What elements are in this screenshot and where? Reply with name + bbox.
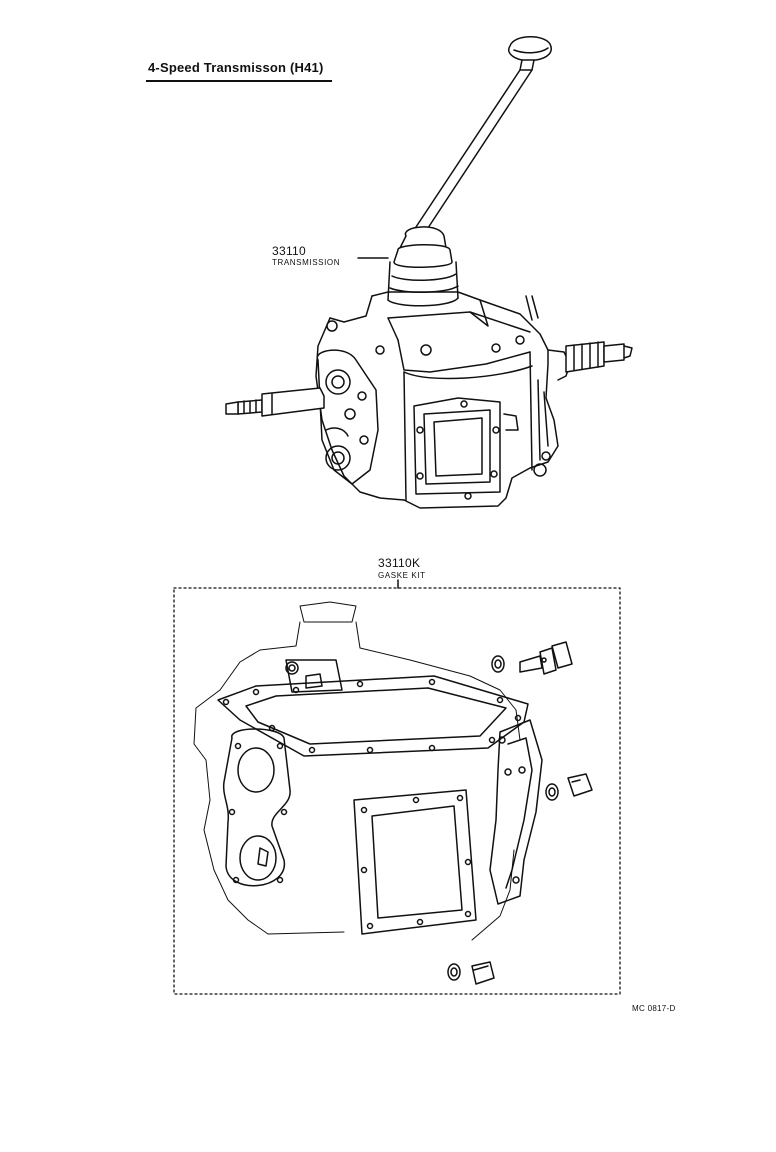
diagram-title: 4-Speed Transmisson (H41) <box>148 60 324 75</box>
top-cover-icon <box>326 291 549 373</box>
transmission-assembly-icon <box>225 36 633 509</box>
callout-transmission-number: 33110 <box>272 244 306 258</box>
callout-transmission-name: TRANSMISSION <box>272 258 341 267</box>
kit-boundary-box <box>173 587 621 995</box>
side-cover-gasket-icon <box>353 789 477 935</box>
drain-plug-icon <box>447 961 495 985</box>
gasket-kit-icon <box>173 579 621 995</box>
small-plate-gasket-icon <box>285 659 343 693</box>
callout-gasket-number: 33110K <box>378 556 421 570</box>
shift-lever-icon <box>413 36 552 235</box>
shift-boot-icon <box>387 226 459 307</box>
callout-gasket-name: GASKE KIT <box>378 571 426 580</box>
front-retainer-gasket-icon <box>222 728 291 887</box>
output-shaft-icon <box>565 341 633 373</box>
speedometer-sleeve-icon <box>491 641 573 675</box>
front-bearing-retainer-icon <box>316 349 379 485</box>
case-ghost-outline <box>193 601 521 941</box>
input-shaft-icon <box>225 387 325 417</box>
rear-gasket-icon <box>489 719 543 905</box>
filler-plug-icon <box>545 773 593 801</box>
main-case-icon <box>315 317 571 509</box>
title-underline <box>146 80 332 82</box>
drawing-code: MC 0817-D <box>632 1004 676 1013</box>
top-cover-gasket-icon <box>217 675 529 757</box>
